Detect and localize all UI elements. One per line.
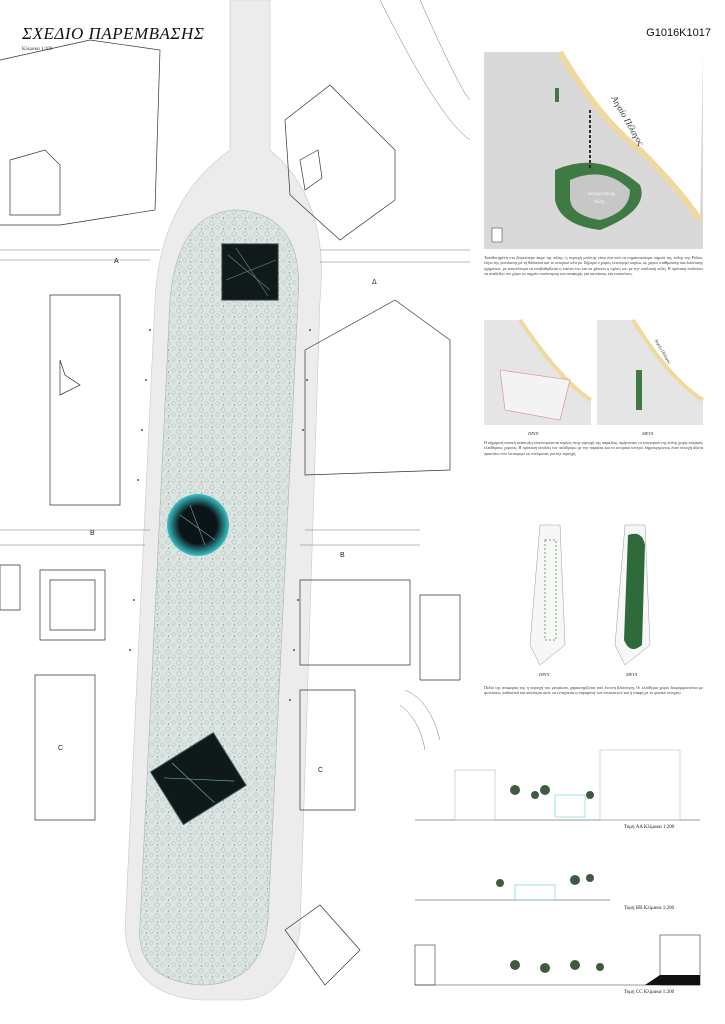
page-title: ΣΧΕΔΙΟ ΠΑΡΕΜΒΑΣΗΣ	[22, 24, 205, 43]
location-map	[484, 50, 703, 249]
before-map	[484, 318, 593, 425]
after-caption-1: ΜΕΤΑ	[642, 431, 654, 436]
section-mark-c-right: C	[318, 767, 324, 774]
after-caption-2: ΜΕΤΑ	[626, 672, 638, 677]
section-mark-b-left: B	[90, 530, 95, 537]
before-caption-2: ΠΡΙΝ	[539, 672, 550, 677]
old-town-label-2: πόλη	[594, 200, 605, 205]
after-mini-plan	[614, 524, 651, 666]
feature-square-bottom	[149, 732, 247, 826]
building-outlines	[0, 39, 461, 986]
description-paragraph-2: Η σημερινή αστική ανάπτυξη επικεντρώνετα…	[484, 440, 703, 456]
section-bb	[415, 884, 610, 901]
section-mark-a: A	[114, 258, 119, 265]
old-town-label-1: κέντρο πόλης	[588, 192, 616, 197]
feature-square-top	[221, 243, 279, 301]
section-aa	[415, 749, 700, 821]
feature-circle	[167, 494, 229, 556]
section-mark-c-left: C	[58, 745, 64, 752]
section-mark-d: Δ	[372, 279, 377, 286]
section-label-cc: Τομή CC Κλίμακα 1:200	[624, 990, 675, 995]
before-mini-plan	[529, 524, 566, 666]
after-map	[597, 318, 705, 425]
description-paragraph-1: Τοποθετημένη στο βορειότερο άκρο της πόλ…	[484, 255, 703, 277]
plan-scale: Κλίμακα 1:200	[22, 47, 53, 52]
section-label-bb: Τομή BB Κλίμακα 1:200	[624, 906, 675, 911]
section-label-aa: Τομή AA Κλίμακα 1:200	[624, 825, 675, 830]
project-code: G1016K1017	[646, 27, 711, 39]
description-paragraph-3: Πεδίο της αναφοράς της η περιοχή του μεσ…	[484, 685, 703, 696]
before-caption-1: ΠΡΙΝ	[528, 431, 539, 436]
section-mark-b-right: B	[340, 552, 345, 559]
